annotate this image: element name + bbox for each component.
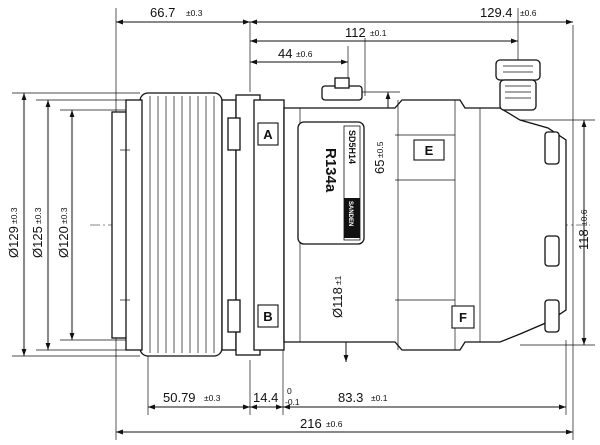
- label-A-box: [257, 122, 279, 146]
- compressor-body: [111, 59, 567, 357]
- rear-bolts: [544, 131, 560, 333]
- pulley: [111, 92, 237, 357]
- brand-label: SANDEN: [347, 201, 353, 226]
- label-B-box: [257, 304, 279, 328]
- label-E-box: [413, 139, 445, 161]
- label-letters: A B E F: [263, 127, 467, 325]
- nameplate: [297, 121, 365, 245]
- dim-dia-125-tol: ±0.3: [33, 207, 43, 224]
- dim-44-tol: ±0.6: [296, 49, 313, 59]
- dim-dia-118-value: Ø118: [330, 287, 345, 318]
- dim-118-right-value: 118: [576, 229, 591, 250]
- dim-dia-120-tol: ±0.3: [59, 207, 69, 224]
- dim-216-value: 216: [300, 416, 322, 431]
- dim-112-value: 112: [345, 25, 366, 40]
- dim-65-tol: ±0.5: [375, 141, 385, 158]
- dim-112-tol: ±0.1: [370, 28, 387, 38]
- dim-14-4-value: 14.4: [253, 390, 278, 405]
- dim-50-79-value: 50.79: [163, 390, 196, 405]
- dim-44-value: 44: [278, 46, 292, 61]
- label-A: A: [263, 127, 273, 142]
- dim-129-4-tol: ±0.6: [520, 8, 537, 18]
- vertical-dimension-texts: Ø129 ±0.3 Ø125 ±0.3 Ø120 ±0.3 65 ±0.5 11…: [6, 141, 591, 318]
- model-label: SD5H14: [347, 130, 357, 164]
- extension-lines: [12, 8, 595, 440]
- dim-dia-129-tol: ±0.3: [9, 207, 19, 224]
- dim-83-3-tol: ±0.1: [371, 393, 388, 403]
- label-E: E: [425, 143, 434, 158]
- dim-50-79-tol: ±0.3: [204, 393, 221, 403]
- refrigerant-label: R134a: [322, 148, 339, 193]
- dim-83-3-value: 83.3: [338, 390, 363, 405]
- top-dimension-texts: 66.7 ±0.3 129.4 ±0.6 112 ±0.1 44 ±0.6: [150, 5, 537, 61]
- dim-14-4-tol-lower: -0.1: [285, 397, 300, 407]
- dim-216-tol: ±0.6: [326, 419, 343, 429]
- label-F-box: [451, 305, 475, 329]
- dim-dia-125-value: Ø125: [30, 226, 45, 258]
- dim-14-4-tol-upper: 0: [287, 386, 292, 396]
- dim-dia-118-tol: ±1: [333, 275, 343, 285]
- label-F: F: [459, 310, 467, 325]
- dim-dia-120-value: Ø120: [56, 226, 71, 258]
- dim-65-value: 65: [372, 160, 387, 174]
- bottom-dimension-texts: 50.79 ±0.3 14.4 0 -0.1 83.3 ±0.1 216 ±0.…: [163, 386, 388, 431]
- top-fitting: [321, 59, 541, 111]
- dim-66-7-value: 66.7: [150, 5, 175, 20]
- dim-dia-129-value: Ø129: [6, 226, 21, 258]
- dim-129-4-value: 129.4: [480, 5, 513, 20]
- label-B: B: [263, 309, 272, 324]
- nameplate-text: R134a SD5H14 SANDEN: [322, 130, 357, 226]
- dim-66-7-tol: ±0.3: [186, 8, 203, 18]
- dim-118-right-tol: ±0.6: [579, 209, 589, 226]
